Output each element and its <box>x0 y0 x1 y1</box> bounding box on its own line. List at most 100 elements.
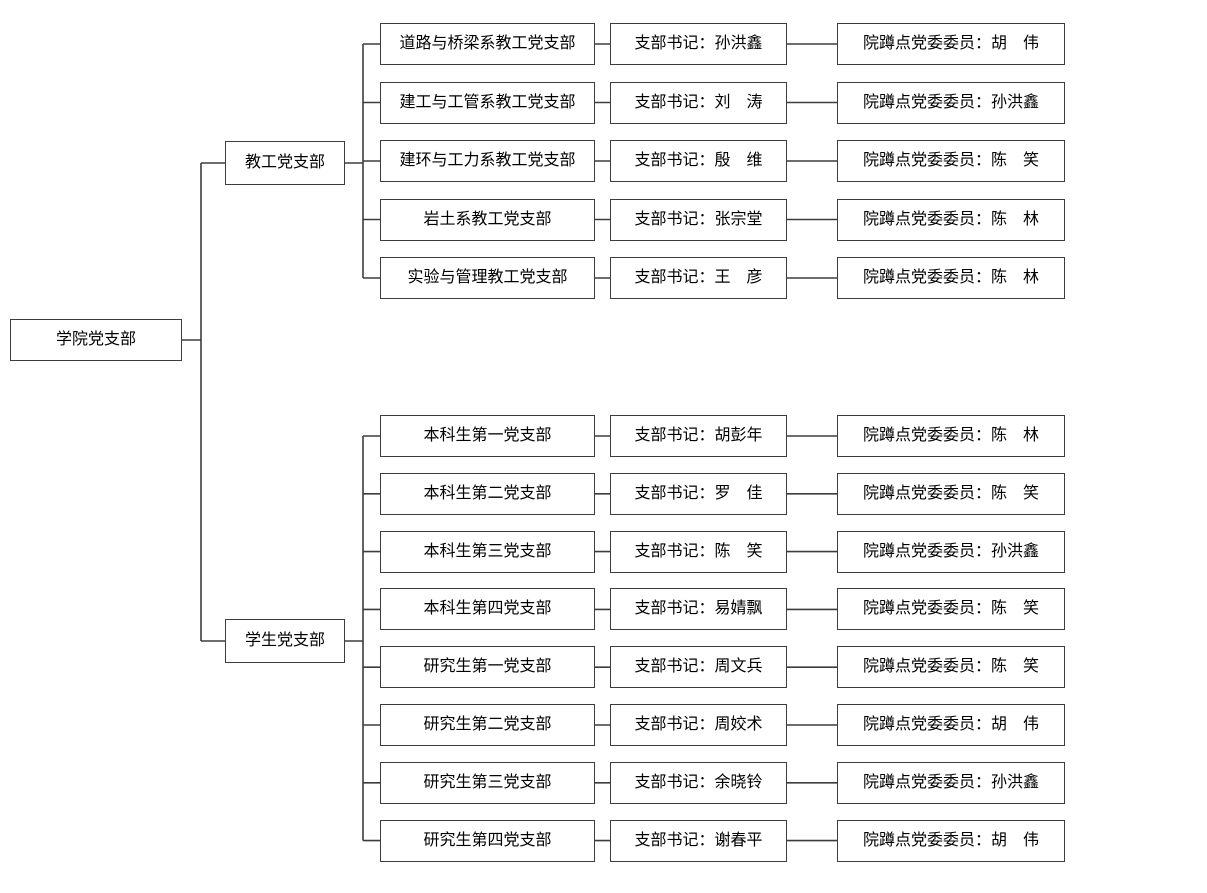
secretary-name: 易婧飘 <box>714 600 763 618</box>
committee-box: 院蹲点党委委员：孙洪鑫 <box>837 761 1065 804</box>
committee-box: 院蹲点党委委员：陈 林 <box>837 415 1065 457</box>
committee-prefix: 院蹲点党委委员： <box>862 427 991 444</box>
secretary-name: 周姣术 <box>714 716 763 733</box>
secretary-prefix: 支部书记： <box>634 600 715 618</box>
committee-box: 院蹲点党委委员：陈 笑 <box>837 140 1065 182</box>
secretary-name: 余晓铃 <box>714 773 763 791</box>
secretary-prefix: 支部书记： <box>634 427 715 444</box>
committee-box: 院蹲点党委委员：陈 笑 <box>837 472 1065 515</box>
committee-prefix: 院蹲点党委委员： <box>862 210 991 228</box>
branch-box: 本科生第一党支部 <box>380 415 595 457</box>
secretary-name: 刘 涛 <box>714 93 763 111</box>
committee-prefix: 院蹲点党委委员： <box>862 93 991 111</box>
committee-box: 院蹲点党委委员：胡 伟 <box>837 23 1065 65</box>
secretary-prefix: 支部书记： <box>634 542 715 560</box>
secretary-prefix: 支部书记： <box>634 658 715 676</box>
committee-prefix: 院蹲点党委委员： <box>862 716 991 733</box>
branch-box: 本科生第四党支部 <box>380 588 595 631</box>
secretary-name: 周文兵 <box>714 658 763 676</box>
branch-label: 本科生第二党支部 <box>423 484 552 502</box>
secretary-name: 殷 维 <box>714 152 763 169</box>
root-label: 学院党支部 <box>55 331 136 348</box>
branch-box: 研究生第一党支部 <box>380 646 595 689</box>
secretary-box: 支部书记：张宗堂 <box>610 198 787 241</box>
committee-prefix: 院蹲点党委委员： <box>862 484 991 502</box>
committee-prefix: 院蹲点党委委员： <box>862 35 991 52</box>
committee-name: 胡 伟 <box>991 716 1040 733</box>
branch-label: 实验与管理教工党支部 <box>407 269 568 286</box>
committee-name: 陈 林 <box>991 269 1040 286</box>
committee-name: 陈 笑 <box>991 152 1040 169</box>
branch-box: 建工与工管系教工党支部 <box>380 81 595 124</box>
secretary-box: 支部书记：周姣术 <box>610 704 787 746</box>
secretary-name: 胡彭年 <box>714 427 763 444</box>
secretary-prefix: 支部书记： <box>634 484 715 502</box>
branch-label: 本科生第三党支部 <box>423 542 552 560</box>
branch-box: 研究生第三党支部 <box>380 761 595 804</box>
committee-prefix: 院蹲点党委委员： <box>862 542 991 560</box>
secretary-name: 王 彦 <box>714 269 763 286</box>
committee-box: 院蹲点党委委员：孙洪鑫 <box>837 530 1065 573</box>
secretary-name: 张宗堂 <box>714 210 763 228</box>
secretary-prefix: 支部书记： <box>634 831 715 849</box>
secretary-prefix: 支部书记： <box>634 773 715 791</box>
committee-prefix: 院蹲点党委委员： <box>862 658 991 676</box>
committee-box: 院蹲点党委委员：胡 伟 <box>837 704 1065 746</box>
branch-box: 岩土系教工党支部 <box>380 198 595 241</box>
secretary-box: 支部书记：孙洪鑫 <box>610 23 787 65</box>
secretary-box: 支部书记：易婧飘 <box>610 588 787 631</box>
committee-name: 孙洪鑫 <box>991 93 1040 111</box>
committee-name: 陈 林 <box>991 427 1040 444</box>
committee-box: 院蹲点党委委员：胡 伟 <box>837 819 1065 862</box>
branch-label: 建工与工管系教工党支部 <box>399 93 576 111</box>
secretary-prefix: 支部书记： <box>634 269 715 286</box>
secretary-box: 支部书记：胡彭年 <box>610 415 787 457</box>
branch-label: 本科生第一党支部 <box>423 427 552 444</box>
secretary-box: 支部书记：罗 佳 <box>610 472 787 515</box>
branch-label: 研究生第三党支部 <box>423 773 552 791</box>
branch-box: 道路与桥梁系教工党支部 <box>380 23 595 65</box>
secretary-box: 支部书记：陈 笑 <box>610 530 787 573</box>
committee-prefix: 院蹲点党委委员： <box>862 269 991 286</box>
committee-box: 院蹲点党委委员：孙洪鑫 <box>837 81 1065 124</box>
committee-name: 胡 伟 <box>991 831 1040 849</box>
committee-name: 孙洪鑫 <box>991 542 1040 560</box>
branch-label: 研究生第一党支部 <box>423 658 552 676</box>
secretary-prefix: 支部书记： <box>634 716 715 733</box>
committee-name: 胡 伟 <box>991 35 1040 52</box>
secretary-box: 支部书记：周文兵 <box>610 646 787 689</box>
secretary-box: 支部书记：殷 维 <box>610 140 787 182</box>
branch-box: 研究生第四党支部 <box>380 819 595 862</box>
committee-name: 孙洪鑫 <box>991 773 1040 791</box>
committee-name: 陈 笑 <box>991 658 1040 676</box>
secretary-prefix: 支部书记： <box>634 210 715 228</box>
branch-label: 研究生第四党支部 <box>423 831 552 849</box>
secretary-name: 孙洪鑫 <box>714 35 763 52</box>
branch-label: 本科生第四党支部 <box>423 600 552 618</box>
committee-box: 院蹲点党委委员：陈 林 <box>837 257 1065 299</box>
branch-box: 本科生第二党支部 <box>380 472 595 515</box>
committee-prefix: 院蹲点党委委员： <box>862 773 991 791</box>
branch-label: 道路与桥梁系教工党支部 <box>399 35 576 52</box>
committee-box: 院蹲点党委委员：陈 林 <box>837 198 1065 241</box>
committee-box: 院蹲点党委委员：陈 笑 <box>837 646 1065 689</box>
committee-name: 陈 林 <box>991 210 1040 228</box>
committee-prefix: 院蹲点党委委员： <box>862 152 991 169</box>
secretary-box: 支部书记：王 彦 <box>610 257 787 299</box>
secretary-name: 谢春平 <box>714 831 763 849</box>
branch-box: 本科生第三党支部 <box>380 530 595 573</box>
parent-label: 学生党支部 <box>244 632 325 649</box>
secretary-box: 支部书记：余晓铃 <box>610 761 787 804</box>
secretary-box: 支部书记：刘 涛 <box>610 81 787 124</box>
committee-name: 陈 笑 <box>991 600 1040 618</box>
parent-box-faculty: 教工党支部 <box>225 141 345 185</box>
secretary-prefix: 支部书记： <box>634 152 715 169</box>
secretary-prefix: 支部书记： <box>634 93 715 111</box>
committee-box: 院蹲点党委委员：陈 笑 <box>837 588 1065 631</box>
secretary-name: 罗 佳 <box>714 484 763 502</box>
branch-label: 岩土系教工党支部 <box>423 210 552 228</box>
branch-box: 建环与工力系教工党支部 <box>380 140 595 182</box>
committee-name: 陈 笑 <box>991 484 1040 502</box>
